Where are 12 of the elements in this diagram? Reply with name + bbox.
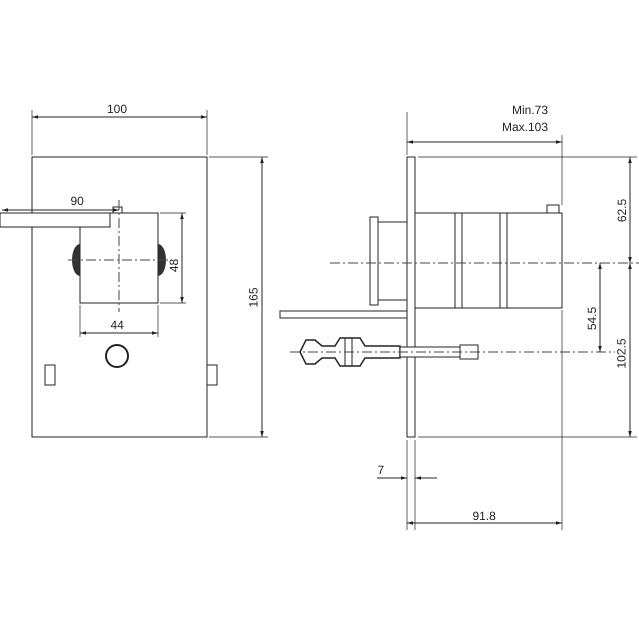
dimension-label: Max.103 — [502, 120, 548, 134]
dimension-label: 100 — [107, 102, 128, 116]
dimension-label: 54.5 — [586, 306, 599, 330]
dimension-label: 102.5 — [616, 338, 629, 368]
dimension-label: 7 — [378, 464, 384, 476]
dimension-label: 165 — [248, 286, 261, 308]
dimension-label: 91.8 — [472, 510, 496, 522]
dimension-label: 90 — [70, 194, 84, 208]
dimension-label: 48 — [168, 258, 181, 272]
dimension-label: Min.73 — [512, 104, 548, 116]
dimension-label: 62.5 — [616, 198, 629, 222]
dimension-label: 44 — [110, 318, 124, 332]
